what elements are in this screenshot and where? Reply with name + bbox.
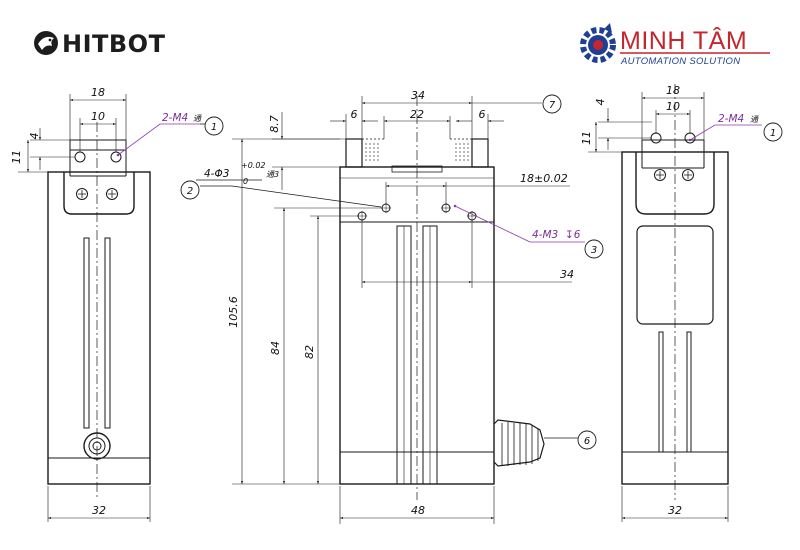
left-view-labels: 18 10 4 11 32 2-M4 通 1: [10, 86, 217, 517]
center-view-labels: 34 6 22 6 8.7 18±0.02 34 105.6 84 82 48 …: [187, 89, 597, 517]
right-view-finger: [641, 139, 705, 152]
right-dim-top-width: 18: [666, 84, 680, 97]
center-callout-6-number: 6: [584, 436, 590, 447]
hole-note-tol-upper: +0.02: [241, 161, 266, 170]
right-callout-marker: [763, 122, 783, 142]
hitbot-logo: HITBOT: [34, 30, 166, 58]
center-dim-right-6: 6: [479, 108, 486, 121]
hole-note-tol-lower: 0: [243, 177, 248, 186]
left-dim-top-width: 18: [91, 86, 105, 99]
left-dim-height-11: 11: [10, 150, 23, 164]
left-view: [18, 94, 224, 522]
minhtam-wordmark: MINH TÂM: [620, 26, 747, 55]
center-callout-2-number: 2: [187, 186, 193, 197]
left-callout-marker: [204, 116, 224, 136]
right-dim-inner-width: 10: [666, 100, 680, 113]
left-view-plate: [63, 172, 135, 215]
center-callout-7-number: 7: [549, 100, 556, 111]
center-left-jaw: [345, 138, 363, 168]
right-view: [588, 84, 783, 522]
center-callout-3-label: 4-M3: [532, 229, 558, 241]
center-dim-bottom-width: 48: [411, 504, 425, 517]
center-dim-overall-top: 34: [411, 89, 425, 102]
hole-note-depth: 通3: [266, 170, 279, 179]
left-dim-height-4: 4: [28, 133, 41, 140]
left-callout-number: 1: [211, 122, 217, 133]
gear-icon: [580, 23, 616, 63]
right-view-labels: 18 10 4 11 32 2-M4 通 1: [580, 84, 776, 517]
center-dim-height-105-6: 105.6: [227, 296, 240, 328]
center-callout-3-suffix: ↧6: [565, 229, 581, 241]
center-dim-pitch-18: 18±0.02: [520, 172, 568, 185]
left-view-finger: [69, 139, 127, 151]
center-dim-height-82: 82: [303, 345, 316, 359]
right-dim-height-4: 4: [594, 99, 607, 106]
hole-note-label: 4-Φ3: [204, 168, 229, 180]
left-callout-label: 2-M4: [162, 112, 188, 124]
center-dim-height-84: 84: [269, 341, 282, 355]
right-callout-number: 1: [770, 128, 776, 139]
left-callout-suffix: 通: [193, 114, 202, 123]
center-dim-left-6: 6: [351, 108, 358, 121]
left-dim-bottom-width: 32: [92, 504, 106, 517]
right-callout-suffix: 通: [750, 115, 759, 124]
right-dim-height-11: 11: [580, 131, 593, 145]
hitbot-emblem-icon: [34, 31, 58, 55]
minhtam-tagline: AUTOMATION SOLUTION: [620, 56, 740, 67]
center-right-jaw: [471, 138, 489, 168]
right-callout-label: 2-M4: [718, 113, 744, 125]
center-dim-pitch-34: 34: [560, 268, 574, 281]
left-dim-inner-width: 10: [91, 110, 105, 123]
center-callout-3-number: 3: [591, 245, 597, 256]
center-dim-inner-22: 22: [410, 108, 424, 121]
hitbot-wordmark: HITBOT: [62, 30, 166, 58]
right-dim-bottom-width: 32: [668, 504, 682, 517]
cable-gland: [493, 419, 545, 467]
left-view-body: [47, 171, 151, 485]
center-view: [180, 94, 604, 524]
minhtam-logo: MINH TÂM AUTOMATION SOLUTION: [580, 23, 770, 67]
center-dim-height-8-7: 8.7: [268, 115, 281, 133]
